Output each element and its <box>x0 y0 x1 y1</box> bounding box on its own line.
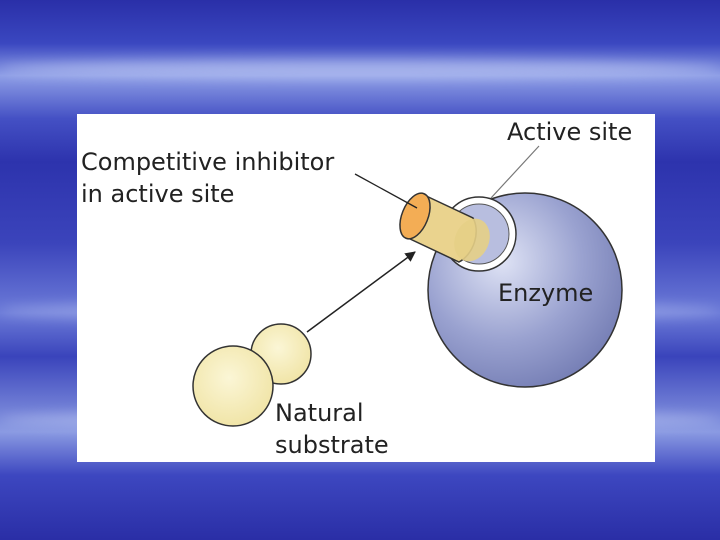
natural-substrate-label-line2: substrate <box>275 431 389 459</box>
enzyme-label: Enzyme <box>498 279 593 307</box>
active-site-label: Active site <box>507 118 632 146</box>
natural-substrate-shape <box>192 323 312 427</box>
competitive-inhibitor-label-line1: Competitive inhibitor <box>81 148 334 176</box>
background-streak <box>0 60 720 78</box>
active-site-pointer-line <box>490 145 540 199</box>
figure-panel: Competitive inhibitor in active site Act… <box>77 114 655 462</box>
competitive-inhibitor-label-line2: in active site <box>81 180 234 208</box>
competitive-inhibitor-shape <box>399 192 490 263</box>
binding-arrow <box>306 251 416 333</box>
enzyme-diagram: Competitive inhibitor in active site Act… <box>81 118 632 459</box>
natural-substrate-label-line1: Natural <box>275 399 364 427</box>
inhibitor-pointer-line <box>354 173 418 209</box>
